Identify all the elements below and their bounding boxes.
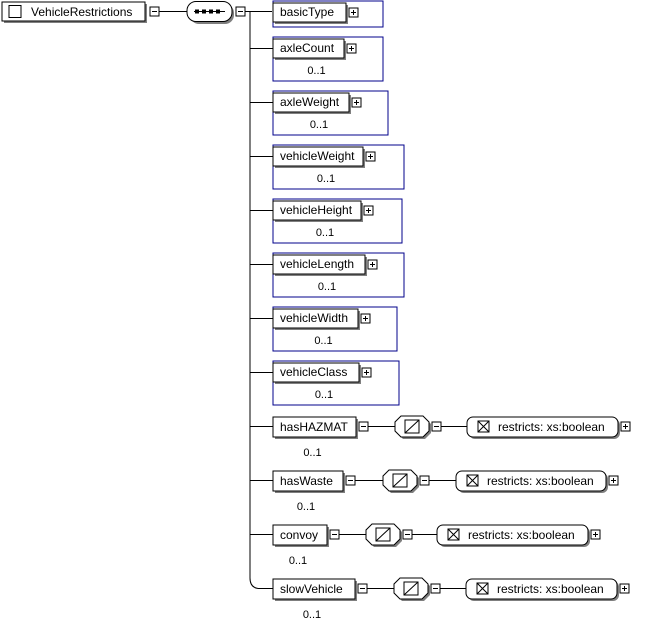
element-box-hasWaste[interactable] bbox=[272, 470, 344, 492]
root-element-label: VehicleRestrictions bbox=[31, 5, 132, 19]
simple-type-glyph-diagonal bbox=[403, 581, 419, 596]
occurs-label: 0..1 bbox=[307, 65, 325, 77]
element-label: axleCount bbox=[280, 41, 335, 55]
occurs-label: 0..1 bbox=[314, 335, 332, 347]
element-label: slowVehicle bbox=[280, 582, 343, 596]
sequence-icon-dot bbox=[209, 9, 213, 14]
element-label: convoy bbox=[280, 528, 318, 542]
occurs-label: 0..1 bbox=[315, 389, 333, 401]
element-box-vehicleWidth[interactable] bbox=[272, 308, 359, 329]
occurs-label: 0..1 bbox=[317, 173, 335, 185]
sequence-icon-dot bbox=[216, 9, 220, 14]
occurs-label: 0..1 bbox=[316, 227, 334, 239]
restriction-bowtie-lines bbox=[476, 582, 489, 595]
element-label: hasHAZMAT bbox=[280, 420, 348, 434]
element-ref-frame bbox=[272, 306, 398, 352]
occurs-label: 0..1 bbox=[297, 501, 315, 513]
occurs-label: 0..1 bbox=[303, 609, 321, 621]
simple-type-glyph-diagonal bbox=[375, 527, 391, 542]
restriction-box[interactable] bbox=[436, 524, 589, 546]
restriction-box[interactable] bbox=[455, 470, 607, 492]
element-ref-frame bbox=[272, 90, 389, 136]
root-element-box[interactable] bbox=[1, 1, 146, 22]
element-ref-frame bbox=[272, 36, 384, 82]
element-box-axleCount[interactable] bbox=[272, 38, 345, 59]
element-box-vehicleLength[interactable] bbox=[272, 254, 366, 275]
element-label: basicType bbox=[280, 5, 334, 19]
element-label: vehicleHeight bbox=[280, 203, 353, 217]
element-box-vehicleClass[interactable] bbox=[272, 362, 360, 383]
element-ref-frame bbox=[272, 252, 405, 298]
restriction-box[interactable] bbox=[465, 578, 618, 600]
restriction-label: restricts: xs:boolean bbox=[468, 528, 575, 542]
element-box-axleWeight[interactable] bbox=[272, 92, 350, 113]
sequence-bus-curve bbox=[249, 577, 261, 589]
element-box-hasHAZMAT[interactable] bbox=[272, 416, 357, 438]
element-box-vehicleHeight[interactable] bbox=[272, 200, 362, 221]
occurs-label: 0..1 bbox=[310, 119, 328, 131]
element-label: hasWaste bbox=[280, 474, 333, 488]
element-ref-frame bbox=[272, 360, 400, 406]
occurs-label: 0..1 bbox=[318, 281, 336, 293]
occurs-label: 0..1 bbox=[289, 555, 307, 567]
sequence-icon-dot bbox=[202, 9, 206, 14]
element-label: vehicleWeight bbox=[280, 149, 355, 163]
element-box-basicType[interactable] bbox=[272, 2, 347, 23]
element-label: axleWeight bbox=[280, 95, 340, 109]
element-box-convoy[interactable] bbox=[272, 524, 328, 546]
element-label: vehicleWidth bbox=[280, 311, 348, 325]
restriction-bowtie-lines bbox=[477, 420, 490, 433]
element-ref-frame bbox=[272, 144, 405, 190]
element-box-vehicleWeight[interactable] bbox=[272, 146, 364, 167]
restriction-bowtie-lines bbox=[447, 528, 460, 541]
restriction-bowtie-lines bbox=[466, 474, 479, 487]
occurs-label: 0..1 bbox=[303, 447, 321, 459]
sequence-icon-dot bbox=[195, 9, 199, 14]
restriction-label: restricts: xs:boolean bbox=[498, 420, 605, 434]
restriction-box[interactable] bbox=[466, 416, 619, 438]
element-ref-frame bbox=[272, 198, 403, 244]
element-box-slowVehicle[interactable] bbox=[272, 578, 356, 600]
simple-type-glyph-diagonal bbox=[404, 419, 420, 434]
restriction-label: restricts: xs:boolean bbox=[497, 582, 604, 596]
element-label: vehicleLength bbox=[280, 257, 354, 271]
restriction-label: restricts: xs:boolean bbox=[487, 474, 594, 488]
element-label: vehicleClass bbox=[280, 365, 347, 379]
complex-type-icon bbox=[8, 5, 22, 18]
simple-type-glyph-diagonal bbox=[392, 473, 408, 488]
